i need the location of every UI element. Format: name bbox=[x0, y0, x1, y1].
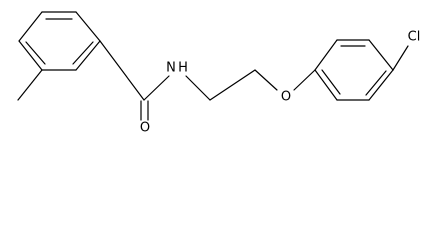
ring1-bond-lower-right bbox=[75, 40, 101, 71]
nitrogen-atom: N H bbox=[166, 61, 188, 76]
ch2-to-ether-oxygen-bond bbox=[254, 69, 278, 91]
ring1-bond-lower-right-inner bbox=[72, 41, 94, 65]
carbonyl-to-nitrogen-bond bbox=[143, 75, 170, 101]
ring1-bond-lower-left-inner bbox=[25, 41, 46, 65]
ring1-bond-lower-left bbox=[18, 40, 43, 71]
ring2-bond-left-lower-inner bbox=[321, 69, 341, 95]
ring2-bond-right-lower-inner bbox=[365, 70, 387, 96]
ethylene-bond bbox=[209, 69, 256, 101]
right-benzene-ring bbox=[314, 39, 394, 101]
ring2-bond-right-lower bbox=[368, 69, 394, 101]
left-benzene-ring bbox=[18, 11, 101, 71]
ether-oxygen-label: O bbox=[281, 90, 291, 105]
ring-to-chlorine-bond bbox=[392, 45, 409, 71]
chemical-structure-diagram: N H O O Cl bbox=[17, 11, 421, 136]
nitrogen-to-ch2-bond bbox=[185, 75, 211, 101]
hydrogen-label: H bbox=[178, 61, 188, 76]
ether-oxygen-to-ring-bond bbox=[293, 69, 316, 91]
chlorine-label: Cl bbox=[408, 30, 421, 45]
methyl-bond bbox=[17, 69, 43, 101]
ring2-bond-right-upper bbox=[368, 39, 394, 71]
carbonyl-oxygen-label: O bbox=[140, 121, 150, 136]
ring2-bond-left-upper bbox=[314, 39, 338, 71]
ring1-bond-upper-left bbox=[18, 11, 43, 42]
ring-to-carbonyl-bond bbox=[99, 40, 145, 101]
ring2-bond-left-lower bbox=[314, 69, 338, 101]
ring1-bond-upper-right bbox=[75, 11, 101, 42]
nitrogen-label: N bbox=[166, 61, 176, 76]
